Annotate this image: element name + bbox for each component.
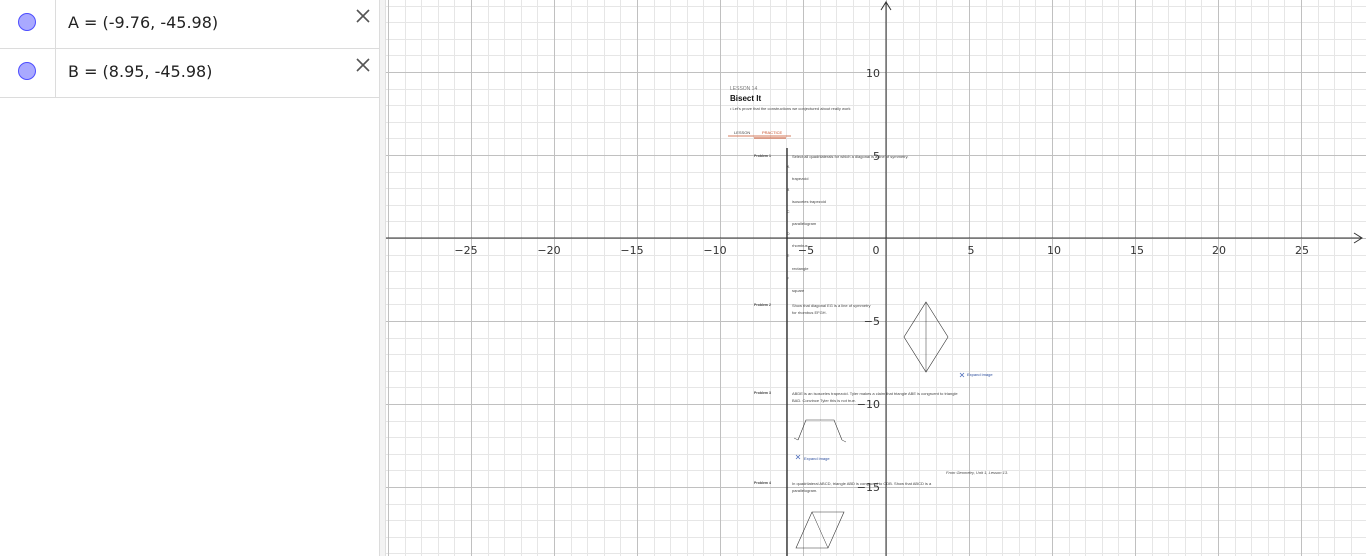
expand-image-link[interactable]: Expand image xyxy=(967,372,993,377)
x-tick-label: 5 xyxy=(968,244,975,257)
problem-4-text: In quadrilateral ABCD, triangle ABD is c… xyxy=(792,481,932,486)
y-axis-arrow-icon xyxy=(880,1,892,11)
algebra-item-a[interactable]: A = (-9.76, -45.98) xyxy=(0,0,379,49)
y-tick-label: 5 xyxy=(873,150,880,163)
x-tick-label: −15 xyxy=(620,244,643,257)
problem-2-text: Show that diagonal EG is a line of symme… xyxy=(792,303,871,308)
lesson-label: LESSON 14 xyxy=(730,86,758,92)
problem-3-text: BAD. Convince Tyler this is not true. xyxy=(792,398,856,403)
close-icon[interactable] xyxy=(353,6,373,26)
trapezoid-figure xyxy=(793,419,847,443)
option-letter: E xyxy=(787,254,790,258)
source-note: From Geometry, Unit 1, Lesson 13. xyxy=(946,470,1009,475)
option-letter: A xyxy=(787,165,790,169)
x-tick-label: 0 xyxy=(873,244,880,257)
expand-image-link[interactable]: Expand image xyxy=(804,456,830,461)
x-tick-label: −20 xyxy=(537,244,560,257)
marble-cell xyxy=(0,0,56,48)
worksheet-title: Bisect It xyxy=(730,94,762,103)
x-tick-label: 20 xyxy=(1212,244,1226,257)
algebra-view: A = (-9.76, -45.98) B = (8.95, -45.98) xyxy=(0,0,380,556)
worksheet-drawings xyxy=(728,135,965,556)
coordinate-grid[interactable]: −25 −20 −15 −10 −5 0 5 10 15 20 25 10 5 … xyxy=(386,0,1366,556)
x-tick-labels: −25 −20 −15 −10 −5 0 5 10 15 20 25 xyxy=(454,244,1309,257)
visibility-toggle-a[interactable] xyxy=(18,13,36,31)
x-tick-label: 15 xyxy=(1130,244,1144,257)
major-grid xyxy=(386,0,1366,556)
lesson-goal: • Let's prove that the constructions we … xyxy=(730,106,851,111)
tab-lesson[interactable]: LESSON xyxy=(734,130,751,135)
y-tick-labels: 10 5 −5 −10 −15 xyxy=(857,67,880,494)
option-text[interactable]: rhombus xyxy=(792,243,808,248)
option-letter: B xyxy=(787,188,790,192)
x-tick-label: −5 xyxy=(798,244,814,257)
problem-3-label: Problem 3 xyxy=(754,391,771,395)
problem-3-text: ABDE is an isosceles trapezoid. Tyler ma… xyxy=(792,391,958,396)
x-axis-arrow-icon xyxy=(1353,232,1363,244)
expand-icon xyxy=(959,372,965,378)
problem-4-text: parallelogram. xyxy=(792,488,818,493)
algebra-expression-a[interactable]: A = (-9.76, -45.98) xyxy=(68,13,219,32)
problem-4-label: Problem 4 xyxy=(754,481,771,485)
option-text[interactable]: square xyxy=(792,288,805,293)
x-tick-label: 25 xyxy=(1295,244,1309,257)
x-tick-label: −10 xyxy=(703,244,726,257)
parallelogram-figure xyxy=(795,511,845,549)
close-icon[interactable] xyxy=(353,55,373,75)
expand-icon xyxy=(795,454,801,460)
option-letter: D xyxy=(787,232,790,236)
x-tick-label: 10 xyxy=(1047,244,1061,257)
option-text[interactable]: parallelogram xyxy=(792,221,817,226)
y-tick-label: −15 xyxy=(857,481,880,494)
x-tick-label: −25 xyxy=(454,244,477,257)
option-letter: C xyxy=(787,210,790,214)
visibility-toggle-b[interactable] xyxy=(18,62,36,80)
rhombus-figure xyxy=(903,301,949,373)
problem-1-label: Problem 1 xyxy=(754,154,771,158)
problem-2-text: for rhombus EFGH. xyxy=(792,310,827,315)
problem-1-text: Select all quadrilaterals for which a di… xyxy=(792,154,909,159)
option-letter: F xyxy=(787,277,790,281)
tab-practice[interactable]: PRACTICE xyxy=(762,130,783,135)
axes xyxy=(386,1,1363,556)
option-text[interactable]: trapezoid xyxy=(792,176,809,181)
algebra-item-b[interactable]: B = (8.95, -45.98) xyxy=(0,49,379,98)
y-tick-label: −5 xyxy=(864,315,880,328)
graphics-view[interactable]: −25 −20 −15 −10 −5 0 5 10 15 20 25 10 5 … xyxy=(386,0,1366,556)
marble-cell xyxy=(0,49,56,97)
problem-2-label: Problem 2 xyxy=(754,303,771,307)
view-splitter[interactable] xyxy=(380,0,386,556)
algebra-expression-b[interactable]: B = (8.95, -45.98) xyxy=(68,62,213,81)
y-tick-label: 10 xyxy=(866,67,880,80)
option-text[interactable]: rectangle xyxy=(792,266,809,271)
option-text[interactable]: isosceles trapezoid xyxy=(792,199,827,204)
minor-grid xyxy=(386,0,1366,556)
worksheet-image[interactable]: LESSON 14 Bisect It • Let's prove that t… xyxy=(726,80,1026,556)
y-tick-label: −10 xyxy=(857,398,880,411)
